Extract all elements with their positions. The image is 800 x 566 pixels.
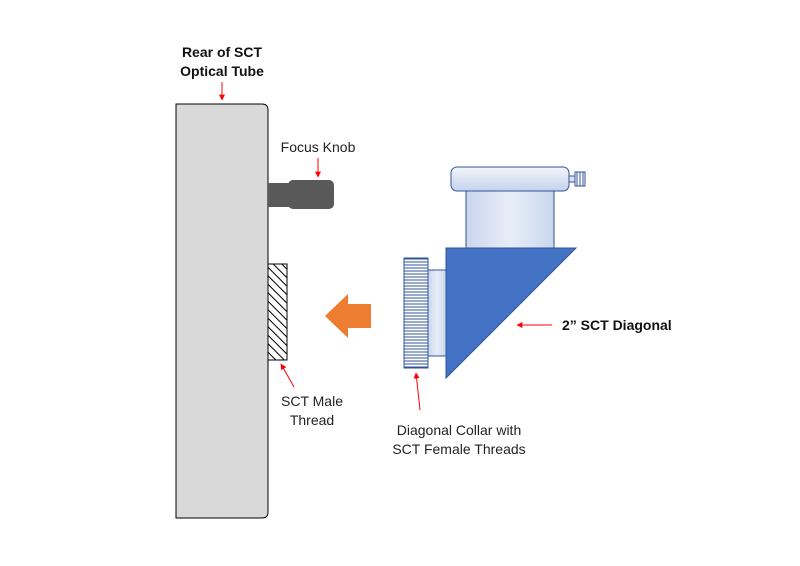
- collar-neck: [427, 269, 447, 357]
- focus-knob: [268, 180, 334, 209]
- diagonal-label: 2” SCT Diagonal: [562, 317, 672, 333]
- collar-label-line1: Diagonal Collar with: [397, 422, 522, 438]
- label-focus-knob: Focus Knob: [281, 139, 356, 178]
- diagonal-prism: [445, 247, 578, 380]
- label-diagonal: 2” SCT Diagonal: [516, 317, 672, 333]
- sct-diagonal: [403, 166, 586, 380]
- collar-label-line2: SCT Female Threads: [392, 441, 525, 457]
- diagonal-top-collar: [450, 166, 570, 192]
- label-collar: Diagonal Collar with SCT Female Threads: [392, 372, 526, 457]
- diagonal-collar: [403, 257, 429, 369]
- focus-knob-label: Focus Knob: [281, 139, 356, 155]
- optical-tube: [175, 103, 269, 519]
- male-thread-label-line2: Thread: [290, 412, 334, 428]
- male-thread-pointer: [280, 363, 295, 388]
- rear-label-line2: Optical Tube: [180, 63, 264, 79]
- label-rear-of-tube: Rear of SCT Optical Tube: [180, 44, 264, 101]
- collar-pointer: [413, 372, 421, 411]
- rear-label-line1: Rear of SCT: [182, 44, 263, 60]
- diagonal-tube: [465, 189, 555, 251]
- sct-male-thread: [267, 263, 288, 361]
- label-male-thread: SCT Male Thread: [280, 363, 343, 428]
- male-thread-label-line1: SCT Male: [281, 393, 343, 409]
- orange-arrow: [325, 294, 371, 338]
- thumbscrew: [568, 171, 586, 187]
